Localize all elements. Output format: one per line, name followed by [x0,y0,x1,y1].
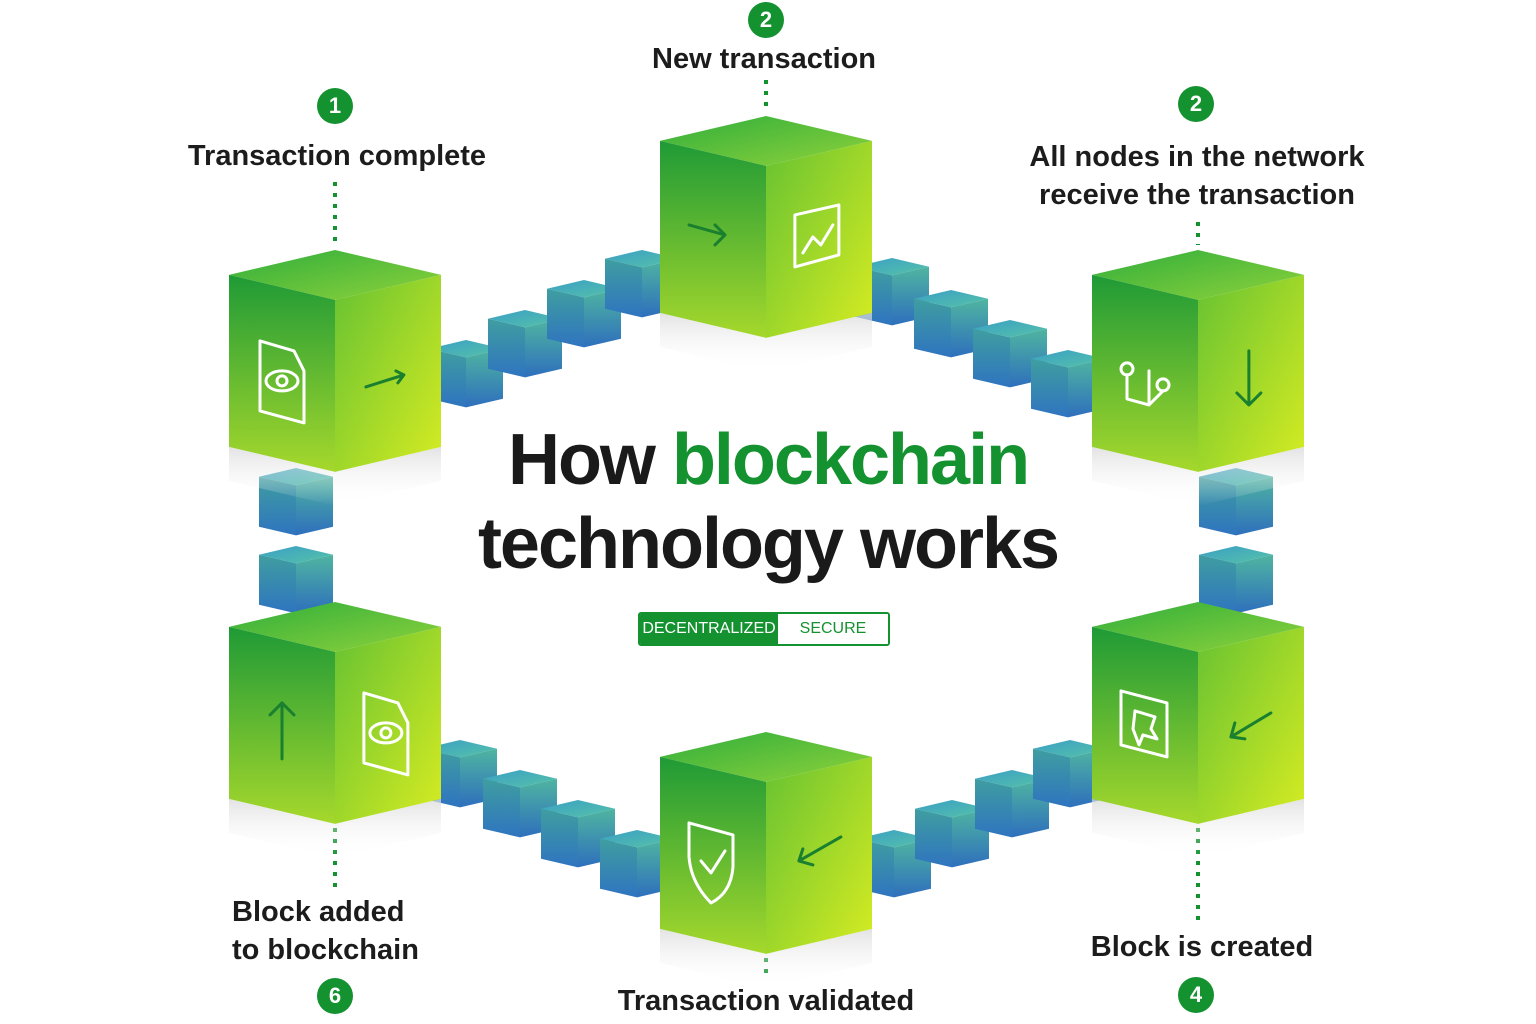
chain-link-2-2 [914,290,988,358]
block-cubes [229,116,1304,988]
tag-decentralized: DECENTRALIZED [640,614,778,644]
title-line2: technology works [477,504,1060,584]
step-label-4: Block is created [1090,931,1314,963]
step-label-3: All nodes in the network receive the tra… [1029,141,1365,211]
step-label-6: Block added to blockchain [232,896,419,966]
shield-check-icon [687,821,843,905]
step-label-1: Transaction complete [187,140,487,172]
block-cube-1 [229,250,441,506]
chart-icon [687,203,841,269]
title-blockchain: blockchain [671,420,1030,500]
block-cube-5 [660,732,872,988]
chain-links [259,250,1273,898]
block-cube-2 [660,116,872,372]
step-badge-4: 4 [1178,977,1214,1013]
step-badge-6: 6 [317,978,353,1014]
block-cube-4 [1092,602,1304,858]
node-link-icon [1119,349,1263,407]
block-cube-6 [229,602,441,858]
step-badge-3: 2 [1178,86,1214,122]
step-badge-2: 2 [748,2,784,38]
document-eye-icon [258,339,406,425]
document-eye-icon [268,691,410,777]
step-label-5: Transaction validated [617,985,915,1017]
step-badge-1: 1 [317,88,353,124]
tag-pill: DECENTRALIZED SECURE [638,612,890,646]
main-title: How blockchain technology works [477,418,1060,586]
step-label-2: New transaction [652,43,876,75]
chain-link-3-2 [259,546,333,614]
tag-secure: SECURE [778,614,888,644]
title-how: How [507,420,656,500]
block-puzzle-icon [1119,689,1273,759]
block-cube-3 [1092,250,1304,506]
chain-link-4-2 [1199,546,1273,614]
